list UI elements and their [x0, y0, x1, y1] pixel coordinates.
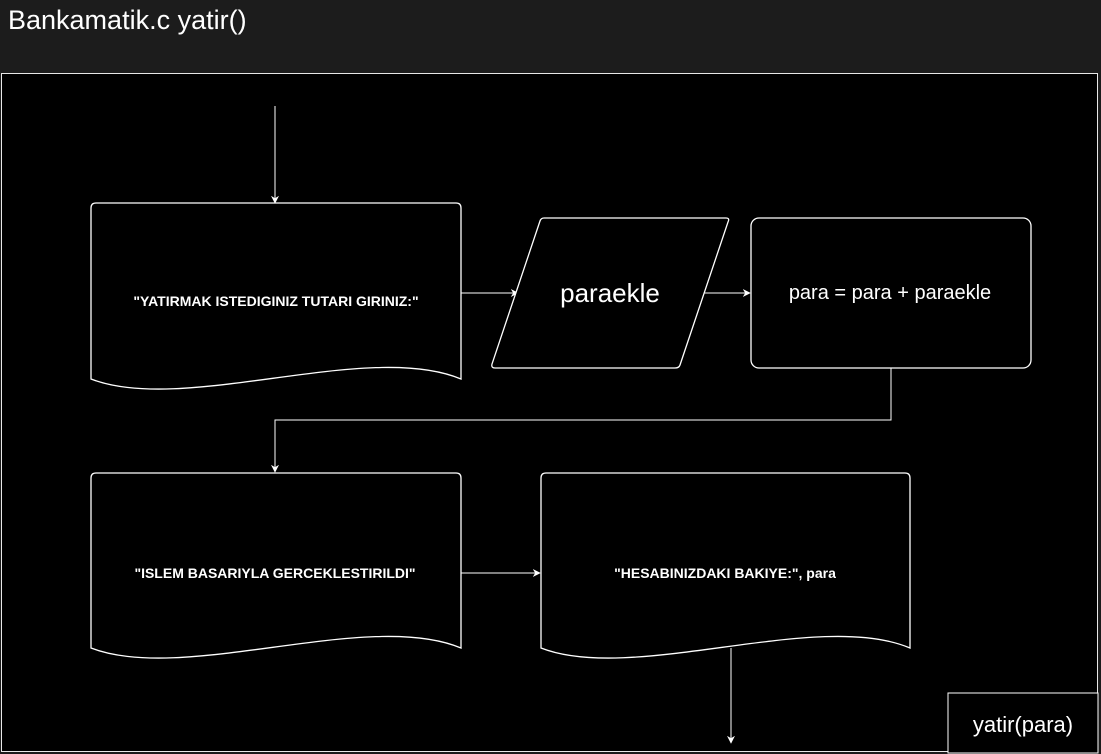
node-balance[interactable]: "HESABINIZDAKI BAKIYE:", para — [540, 472, 911, 659]
node-input[interactable]: paraekle — [491, 217, 730, 369]
node-prompt[interactable]: "YATIRMAK ISTEDIGINIZ TUTARI GIRINIZ:" — [90, 202, 462, 390]
node-balance-label: "HESABINIZDAKI BAKIYE:", para — [614, 565, 836, 581]
diagram-title: Bankamatik.c yatir() — [8, 5, 247, 35]
function-label-box[interactable]: yatir(para) — [947, 692, 1099, 754]
node-success-label: "ISLEM BASARIYLA GERCEKLESTIRILDI" — [134, 565, 415, 581]
node-process[interactable]: para = para + paraekle — [750, 217, 1032, 369]
title-bar: Bankamatik.c yatir() — [0, 0, 1101, 72]
node-success[interactable]: "ISLEM BASARIYLA GERCEKLESTIRILDI" — [90, 472, 462, 659]
node-input-label: paraekle — [560, 278, 660, 308]
node-prompt-label: "YATIRMAK ISTEDIGINIZ TUTARI GIRINIZ:" — [133, 293, 418, 309]
function-label: yatir(para) — [973, 712, 1073, 737]
node-process-label: para = para + paraekle — [789, 282, 991, 304]
edge-process-to-success — [271, 368, 892, 473]
